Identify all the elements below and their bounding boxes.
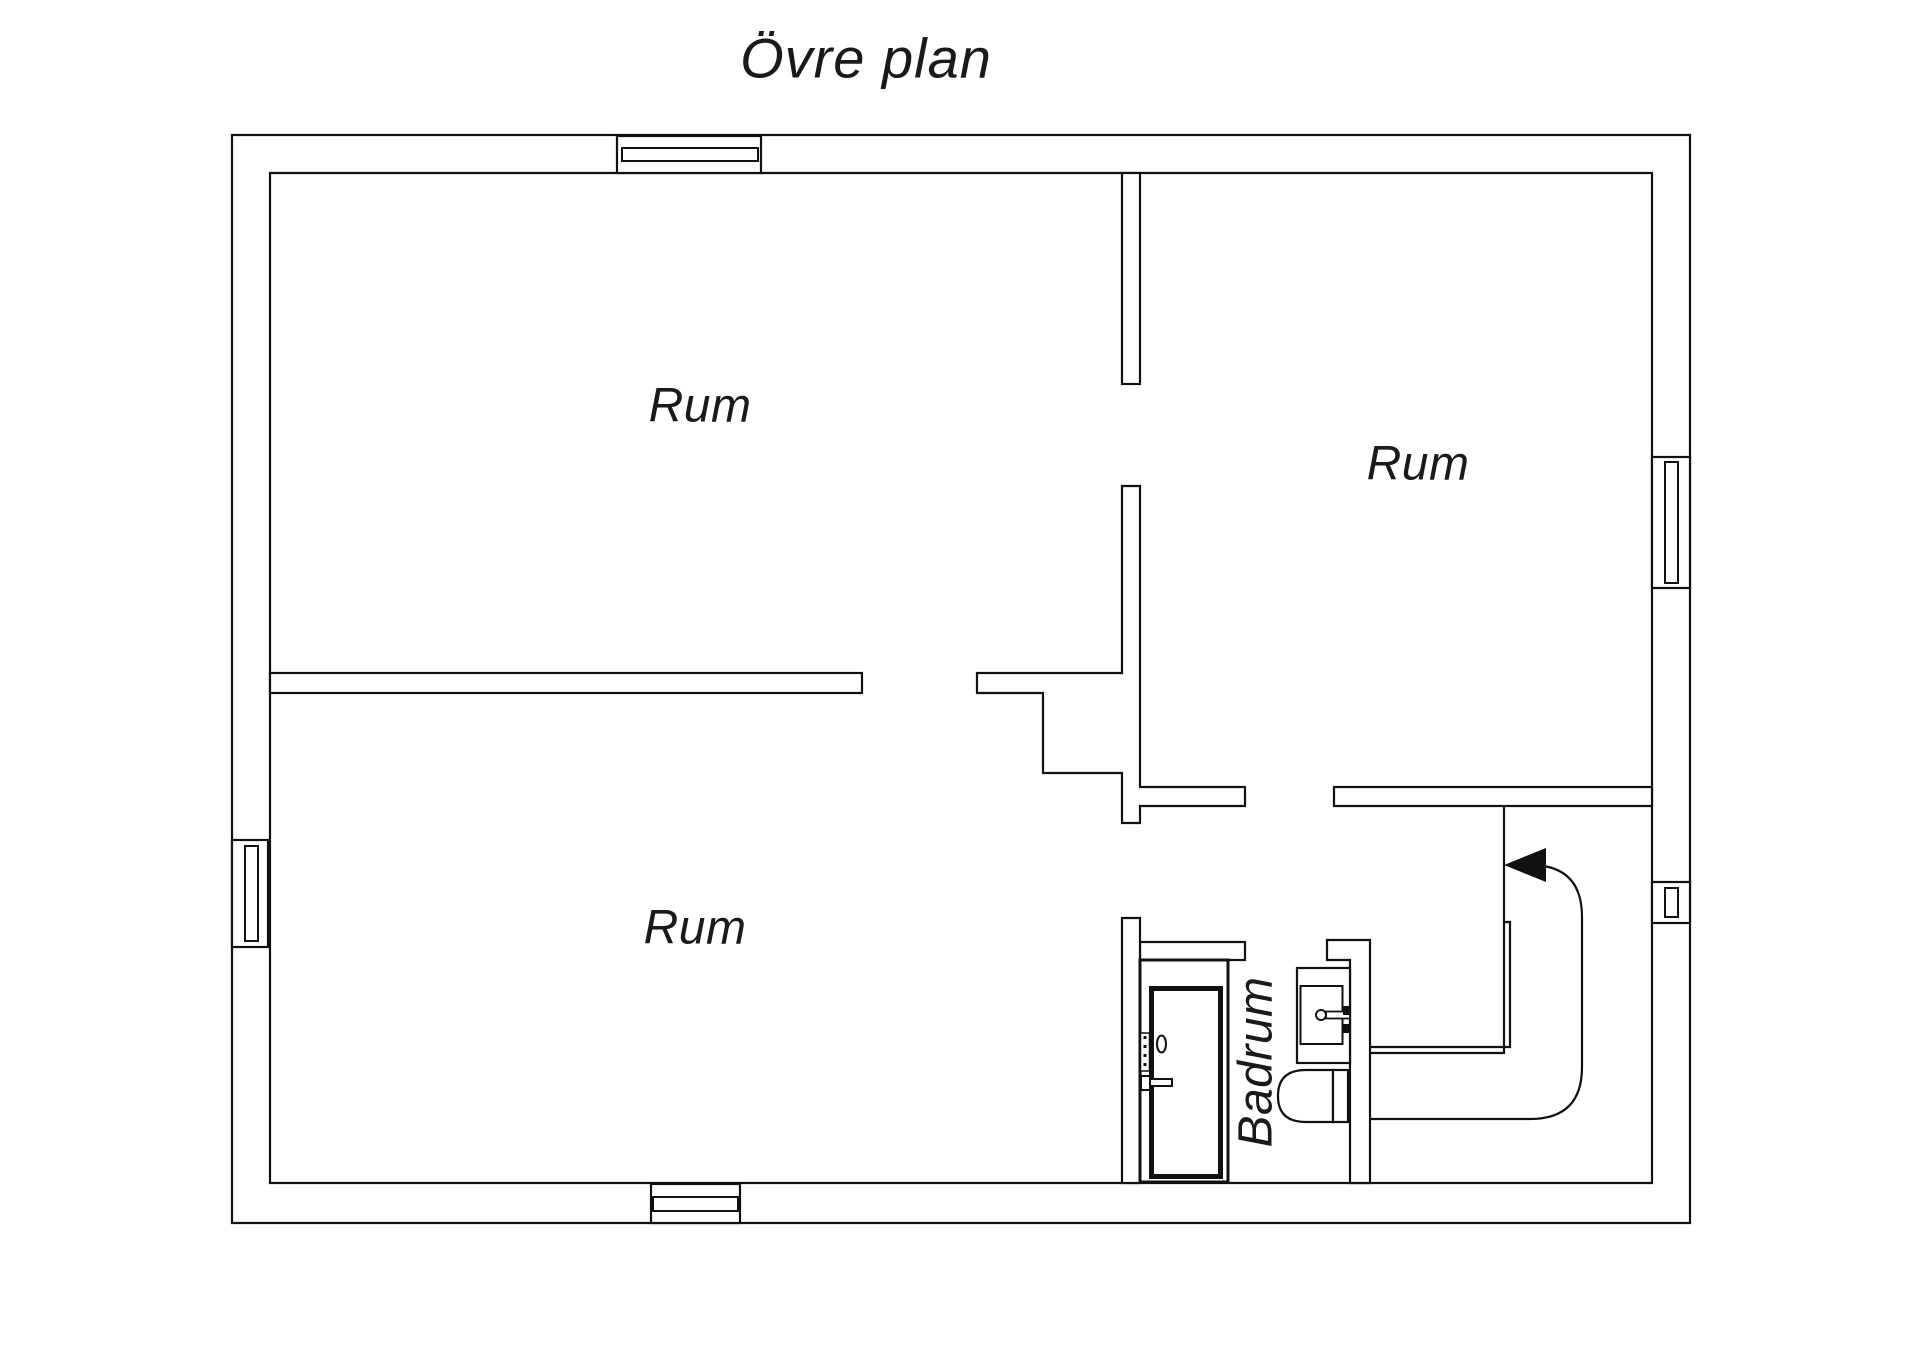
stair-walkline bbox=[1370, 863, 1584, 1121]
room-label-top-right: Rum bbox=[1366, 437, 1470, 491]
stair-direction-arrow-icon bbox=[1504, 848, 1546, 882]
door-handle-base bbox=[1140, 1075, 1151, 1091]
door-knob bbox=[1156, 1034, 1167, 1054]
stair-railing bbox=[1370, 807, 1512, 1055]
wall-left-rooms-divider bbox=[268, 671, 864, 695]
room-label-bottom-left: Rum bbox=[643, 901, 747, 955]
window-left bbox=[230, 838, 270, 949]
room-label-top-left: Rum bbox=[648, 379, 752, 433]
plan-title: Övre plan bbox=[740, 26, 992, 90]
door-handle bbox=[1149, 1078, 1173, 1087]
window-top bbox=[615, 134, 763, 175]
bathroom-label: Badrum bbox=[1229, 976, 1283, 1148]
wall-right-room-bottom bbox=[1332, 785, 1654, 808]
window-right-small bbox=[1650, 880, 1692, 925]
bathroom-sink bbox=[1295, 966, 1352, 1065]
bathroom-door bbox=[1138, 958, 1230, 1184]
toilet-bowl bbox=[1276, 1068, 1335, 1124]
door-lock-strip bbox=[1139, 1032, 1151, 1072]
staircase bbox=[1370, 807, 1584, 1121]
wall-center-lower bbox=[975, 484, 1247, 825]
sink-faucet bbox=[1315, 1009, 1327, 1021]
wall-hall-left bbox=[1120, 916, 1142, 1185]
window-right-tall bbox=[1650, 455, 1692, 590]
sink-bracket bbox=[1343, 1006, 1351, 1015]
sink-bracket bbox=[1343, 1024, 1351, 1033]
wall-center-upper bbox=[1120, 171, 1142, 386]
wall-door-lintel bbox=[1138, 940, 1247, 962]
window-bottom bbox=[649, 1182, 742, 1225]
toilet-tank bbox=[1331, 1068, 1350, 1124]
wall-bathroom-right bbox=[1325, 938, 1372, 1185]
toilet bbox=[1276, 1068, 1350, 1124]
